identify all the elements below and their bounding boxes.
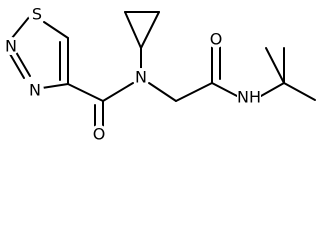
bond-n2-n3 (15, 51, 31, 77)
bonds (9, 11, 316, 129)
bond-c4-c6 (67, 83, 104, 102)
bond-c6-n1 (102, 82, 134, 102)
bond-s1-n2 (11, 15, 31, 39)
bond-c7-nh (211, 82, 238, 97)
bond-n3-c4 (41, 83, 69, 89)
bond-c5-s1 (43, 21, 69, 39)
bond-ch2-c7 (175, 82, 213, 102)
bond-cq-me3 (283, 82, 316, 101)
nitrogen-atom-2: N (5, 37, 17, 56)
carbonyl-oxygen-1: O (93, 125, 106, 144)
amide-nitrogen-1: N (135, 68, 147, 87)
carbonyl-oxygen-2: O (210, 30, 223, 49)
chemical-structure: S N N O N O NH (2, 4, 316, 144)
bond-cp-a (124, 11, 142, 49)
amide-nitrogen-2: NH (237, 88, 261, 107)
bond-n1-ch2 (148, 82, 177, 102)
bond-nh-cq (260, 82, 285, 97)
nitrogen-atom-3: N (29, 81, 41, 100)
bond-cp-c (140, 11, 160, 49)
atom-labels: S N N O N O NH (2, 5, 261, 144)
bond-cq-me2 (265, 47, 285, 84)
bond-n2-n3-double (9, 53, 25, 79)
sulfur-atom: S (32, 5, 42, 24)
